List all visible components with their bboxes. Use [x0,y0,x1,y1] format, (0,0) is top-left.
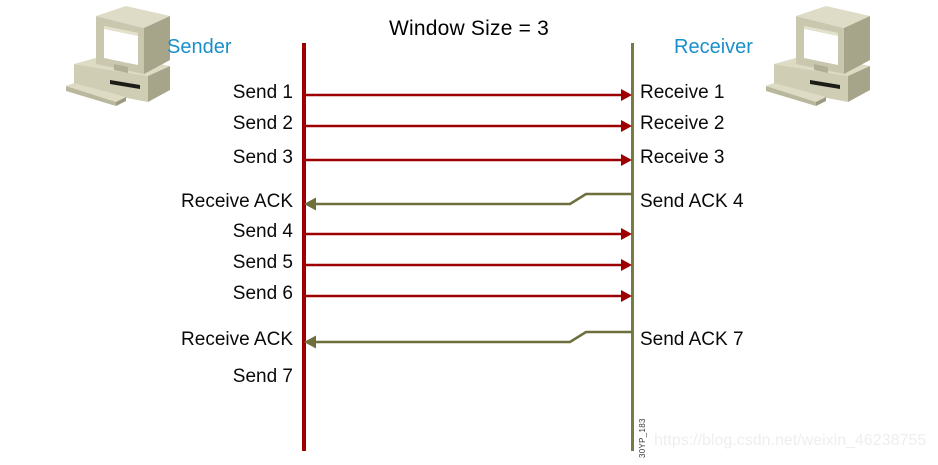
message-arrow-ack [300,188,640,225]
message-right-label: Send ACK 4 [640,191,744,212]
sender-lifeline [302,43,306,451]
message-arrow-data [300,280,640,317]
message-right-label: Receive 1 [640,82,725,103]
message-right-label: Send ACK 7 [640,329,744,350]
message-arrow-data [300,79,640,116]
message-arrow-ack [300,326,640,363]
message-right-label: Receive 3 [640,147,725,168]
receiver-lifeline [631,43,634,451]
diagram-title: Window Size = 3 [389,17,549,40]
sender-label: Sender [167,36,232,58]
sender-computer-icon [62,2,170,113]
message-left-label: Receive ACK [181,191,293,212]
figure-id-text: 30YP_183 [638,418,647,458]
watermark: https://blog.csdn.net/weixin_46238755 [654,432,927,449]
message-left-label: Send 4 [232,221,293,242]
message-right-label: Receive 2 [640,113,725,134]
message-arrow-data [300,110,640,147]
message-left-label: Send 6 [232,283,293,304]
message-arrow-data [300,218,640,255]
message-left-label: Send 5 [232,252,293,273]
message-left-label: Receive ACK [181,329,293,350]
message-left-label: Send 1 [232,82,293,103]
figure-id: 30YP_183 [627,404,647,460]
message-arrow-data [300,144,640,181]
message-left-label: Send 3 [232,147,293,168]
message-left-label: Send 2 [232,113,293,134]
message-arrow-data [300,249,640,286]
message-left-label: Send 7 [232,366,293,387]
receiver-label: Receiver [674,36,753,58]
receiver-computer-icon [762,2,870,113]
